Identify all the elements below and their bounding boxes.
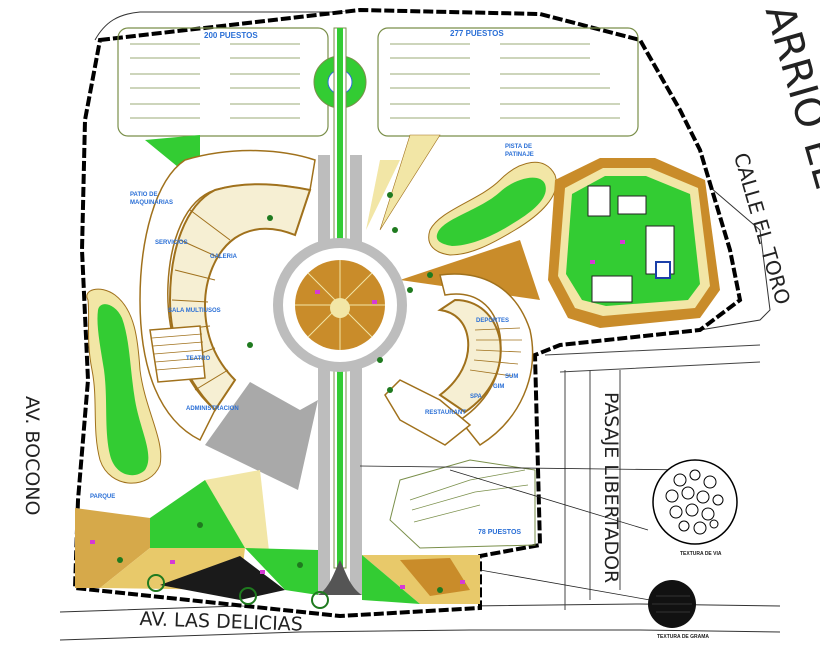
landscape-southeast [362,555,480,604]
label-teatro: TEATRO [186,356,211,362]
main-entrance [318,560,362,595]
sports-court-a [587,185,611,217]
texture-grama-label: TEXTURA DE GRAMA [657,634,709,640]
label-deportes: DEPORTES [476,318,509,324]
label-pista-2: PATINAJE [505,152,534,158]
label-patio-2: MAQUINARIAS [130,200,173,206]
leader-line-via [359,465,691,471]
label-sum: SUM [505,374,518,380]
label-gimnasio: GIM [493,384,504,390]
park-left-lawn [97,304,149,476]
label-pista: PISTA DE [505,144,532,150]
leader-line-grama [479,569,651,601]
label-galeria: GALERIA [210,254,238,260]
parking-bottom-label: 78 PUESTOS [478,529,521,536]
texture-grama-pattern [652,595,692,613]
sports-pool [655,261,671,279]
label-administracion: ADMINISTRACION [186,406,239,412]
pasaje-edges [564,370,621,610]
entrance-tree-right [311,591,329,609]
sports-court-c [591,275,633,303]
promenade-wedge [205,382,318,490]
plaza-fountain [330,298,350,318]
label-patio: PATIO DE [130,192,157,198]
pasaje-top [544,344,761,373]
walkway-right [350,155,362,595]
street-edge-right [689,169,771,331]
avenue-delicias-edge [59,629,781,641]
flower-markers [90,240,625,589]
landscape-southwest [75,470,318,600]
sports-court-b [617,195,647,215]
texture-via-label: TEXTURA DE VIA [680,551,722,557]
park-right-lawn [436,177,546,246]
parking-right-label: 277 PUESTOS [450,29,504,38]
label-sala: SALA MULTIUSOS [168,308,221,314]
parking-left-label: 200 PUESTOS [204,31,258,40]
parking-lot-bottom [389,459,536,549]
entrance-tree-mid [239,587,257,605]
building-arc-east [384,273,534,446]
walkway-left [318,155,330,595]
entrance-tree-left [147,574,165,592]
parking-lot-right [377,27,639,137]
street-av-bocono: AV. BOCONO [21,396,43,516]
leader-line-via-2 [449,469,649,531]
label-restaurant: RESTAURANT [425,410,466,416]
texture-via-pattern [665,469,724,535]
parking-lot-left [117,27,329,137]
plaza-wedge-east [400,240,540,300]
plaza-wedge-north-right [379,134,441,231]
label-spa: SPA [470,394,483,400]
label-servicios: SERVICIOS [155,240,188,246]
plaza-wedge-north-left [366,160,400,230]
building-arc-west [139,149,316,442]
street-pasaje-libertador: PASAJE LIBERTADOR [600,392,622,584]
label-parque: PARQUE [90,494,115,500]
tree-markers [117,192,443,593]
street-edge-top [94,11,360,41]
